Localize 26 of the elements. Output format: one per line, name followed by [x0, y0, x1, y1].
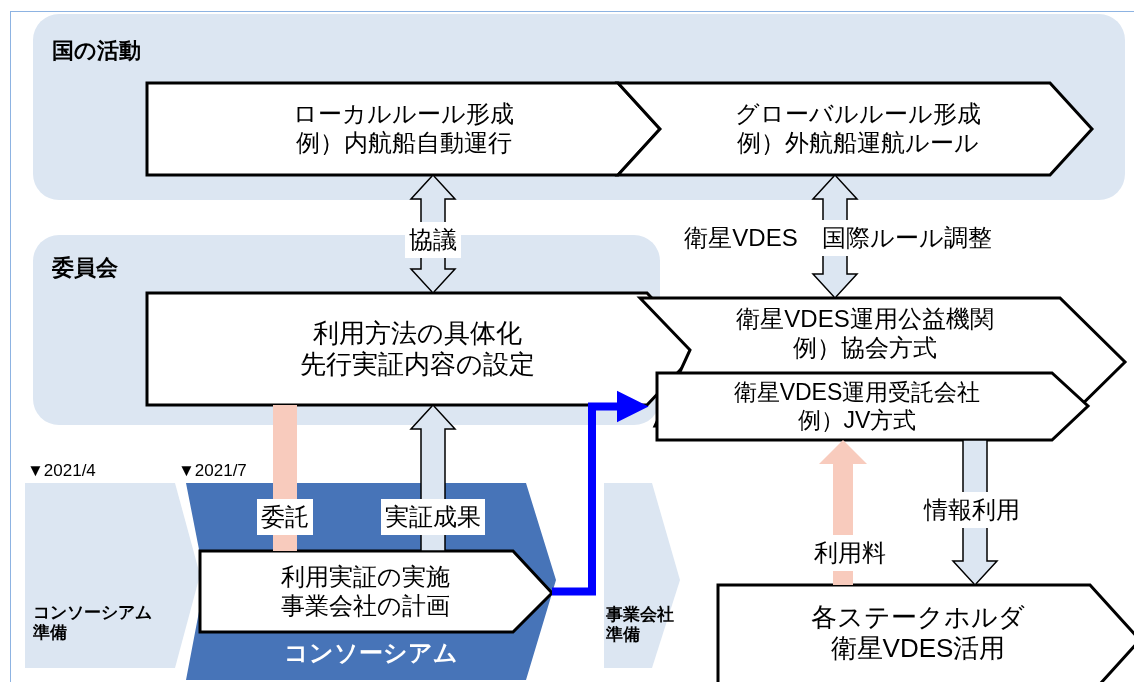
panel-title: 国の活動 — [52, 37, 141, 65]
panel-title: 委員会 — [52, 254, 118, 282]
section-panel — [33, 14, 1125, 200]
box-text: 衛星VDES運用受託会社 — [733, 378, 981, 407]
box-text: 先行実証内容の設定 — [299, 349, 535, 381]
box-text: 事業会社の計画 — [280, 591, 450, 621]
box-text: 例）協会方式 — [793, 334, 937, 363]
box-text: 各ステークホルダ — [811, 601, 1025, 633]
box-text: ローカルルール形成 — [293, 100, 514, 129]
arrow — [552, 390, 649, 596]
box-text: 衛星VDES活用 — [830, 633, 1006, 665]
box-text: 例）内航船自動運行 — [295, 129, 512, 158]
box-text: 衛星VDES運用公益機関 — [736, 305, 994, 334]
edge-label: 協議 — [405, 222, 461, 258]
band-label: コンソーシアム準備 — [33, 602, 153, 644]
edge-label: 実証成果 — [381, 499, 485, 535]
box-text: 例）外航船運航ルール — [737, 129, 979, 158]
date-marker: ▼2021/7 — [178, 461, 247, 481]
band-label: 事業会社準備 — [606, 604, 675, 646]
edge-label: 委託 — [257, 499, 313, 535]
date-marker: ▼2021/4 — [27, 461, 96, 481]
box-text: 利用方法の具体化 — [312, 317, 522, 349]
box-text: 例）JV方式 — [797, 406, 917, 435]
band-label: コンソーシアム — [284, 638, 458, 668]
box-text: グローバルルール形成 — [735, 100, 981, 129]
box-text: 利用実証の実施 — [280, 562, 450, 592]
